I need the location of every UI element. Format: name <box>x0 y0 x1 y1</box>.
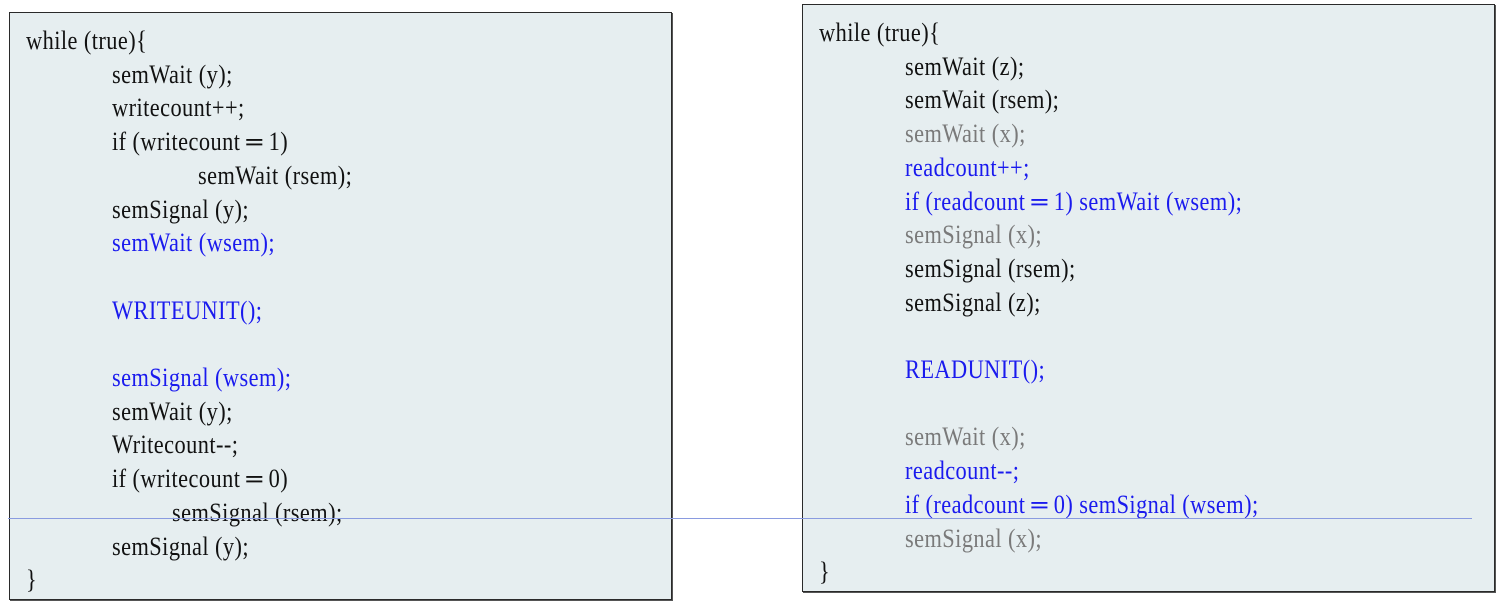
writer-code-line: if (writecount ═ 0) <box>112 464 289 494</box>
writer-code-line: semSignal (y); <box>112 531 250 561</box>
reader-code-line: semWait (z); <box>905 51 1025 81</box>
reader-code-line: semSignal (rsem); <box>905 253 1076 283</box>
writer-code-line: semSignal (wsem); <box>112 363 292 392</box>
reader-code-line: while (true){ <box>819 18 941 47</box>
writer-code-line: while (true){ <box>26 26 148 55</box>
reader-code-line: semSignal (x); <box>905 220 1043 250</box>
writer-code-line: semWait (wsem); <box>112 228 275 258</box>
writer-code-line: } <box>26 565 38 595</box>
writer-code-box: while (true){ semWait (y); writecount++; if… <box>9 12 672 600</box>
horizontal-guide-line <box>8 518 1472 519</box>
reader-code-line: semWait (rsem); <box>905 85 1060 115</box>
writer-code-line: WRITEUNIT(); <box>112 295 263 325</box>
writer-code-line: semWait (rsem); <box>198 160 353 190</box>
reader-code-line: semSignal (x); <box>905 523 1043 553</box>
writer-code-line: semWait (y); <box>112 396 233 426</box>
reader-code-line: semSignal (z); <box>905 287 1041 317</box>
reader-code-box: while (true){ semWait (z); semWait (rsem);… <box>802 4 1495 592</box>
reader-code-line: semWait (x); <box>905 119 1026 149</box>
reader-code-line: } <box>819 557 831 587</box>
reader-code-line: readcount--; <box>905 456 1020 486</box>
writer-code-line: semWait (y); <box>112 59 233 89</box>
reader-code-line: semWait (x); <box>905 422 1026 452</box>
reader-code-line: if (readcount ═ 1) semWait (wsem); <box>905 186 1243 216</box>
reader-code-line: readcount++; <box>905 152 1030 182</box>
writer-code-line: if (writecount ═ 1) <box>112 127 289 157</box>
writer-code-line: writecount++; <box>112 93 245 123</box>
writer-code-line: semSignal (rsem); <box>172 497 343 527</box>
writer-code-line: Writecount--; <box>112 430 239 460</box>
reader-code-line: READUNIT(); <box>905 355 1046 384</box>
writer-code-line: semSignal (y); <box>112 194 250 224</box>
reader-code-line: if (readcount ═ 0) semSignal (wsem); <box>905 489 1259 519</box>
